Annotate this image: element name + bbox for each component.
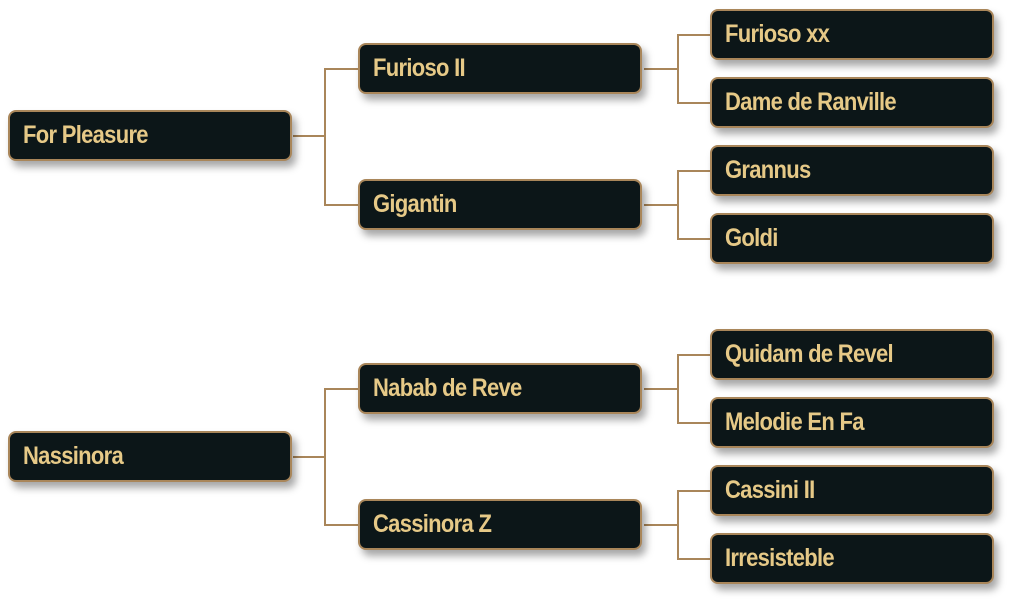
- connector: [293, 135, 326, 137]
- sire-dam-name: Gigantin: [373, 190, 457, 218]
- ancestor-box: Furioso xx: [710, 9, 994, 60]
- ancestor-box: Quidam de Revel: [710, 329, 994, 380]
- ancestor-box: Goldi: [710, 213, 994, 264]
- connector: [677, 354, 679, 423]
- ancestor-box: Cassini II: [710, 465, 994, 516]
- sire-name: For Pleasure: [23, 121, 149, 149]
- ancestor-name: Irresisteble: [725, 544, 835, 572]
- ancestor-name: Dame de Ranville: [725, 88, 897, 116]
- ancestor-name: Melodie En Fa: [725, 408, 864, 436]
- ancestor-name: Furioso xx: [725, 20, 830, 48]
- ancestor-name: Grannus: [725, 156, 811, 184]
- connector: [677, 354, 712, 356]
- sire-sire-name: Furioso II: [373, 54, 466, 82]
- connector: [324, 68, 360, 70]
- connector: [677, 490, 679, 559]
- ancestor-box: Grannus: [710, 145, 994, 196]
- connector: [677, 34, 712, 36]
- dam-name: Nassinora: [23, 442, 124, 470]
- dam-sire-box: Nabab de Reve: [358, 363, 642, 414]
- connector: [677, 170, 712, 172]
- dam-box: Nassinora: [8, 431, 292, 482]
- ancestor-box: Melodie En Fa: [710, 397, 994, 448]
- dam-dam-name: Cassinora Z: [373, 510, 492, 538]
- connector: [644, 524, 679, 526]
- sire-box: For Pleasure: [8, 110, 292, 161]
- ancestor-name: Goldi: [725, 224, 778, 252]
- connector: [677, 170, 679, 239]
- sire-dam-box: Gigantin: [358, 179, 642, 230]
- connector: [644, 204, 679, 206]
- dam-dam-box: Cassinora Z: [358, 499, 642, 550]
- ancestor-name: Quidam de Revel: [725, 340, 894, 368]
- connector: [677, 490, 712, 492]
- connector: [677, 238, 712, 240]
- connector: [324, 68, 326, 206]
- dam-sire-name: Nabab de Reve: [373, 374, 522, 402]
- connector: [644, 388, 679, 390]
- connector: [324, 524, 360, 526]
- connector: [293, 456, 326, 458]
- connector: [677, 102, 712, 104]
- connector: [677, 558, 712, 560]
- connector: [677, 34, 679, 103]
- connector: [644, 68, 679, 70]
- connector: [324, 204, 360, 206]
- ancestor-name: Cassini II: [725, 476, 815, 504]
- connector: [677, 422, 712, 424]
- ancestor-box: Dame de Ranville: [710, 77, 994, 128]
- sire-sire-box: Furioso II: [358, 43, 642, 94]
- ancestor-box: Irresisteble: [710, 533, 994, 584]
- connector: [324, 388, 360, 390]
- connector: [324, 388, 326, 526]
